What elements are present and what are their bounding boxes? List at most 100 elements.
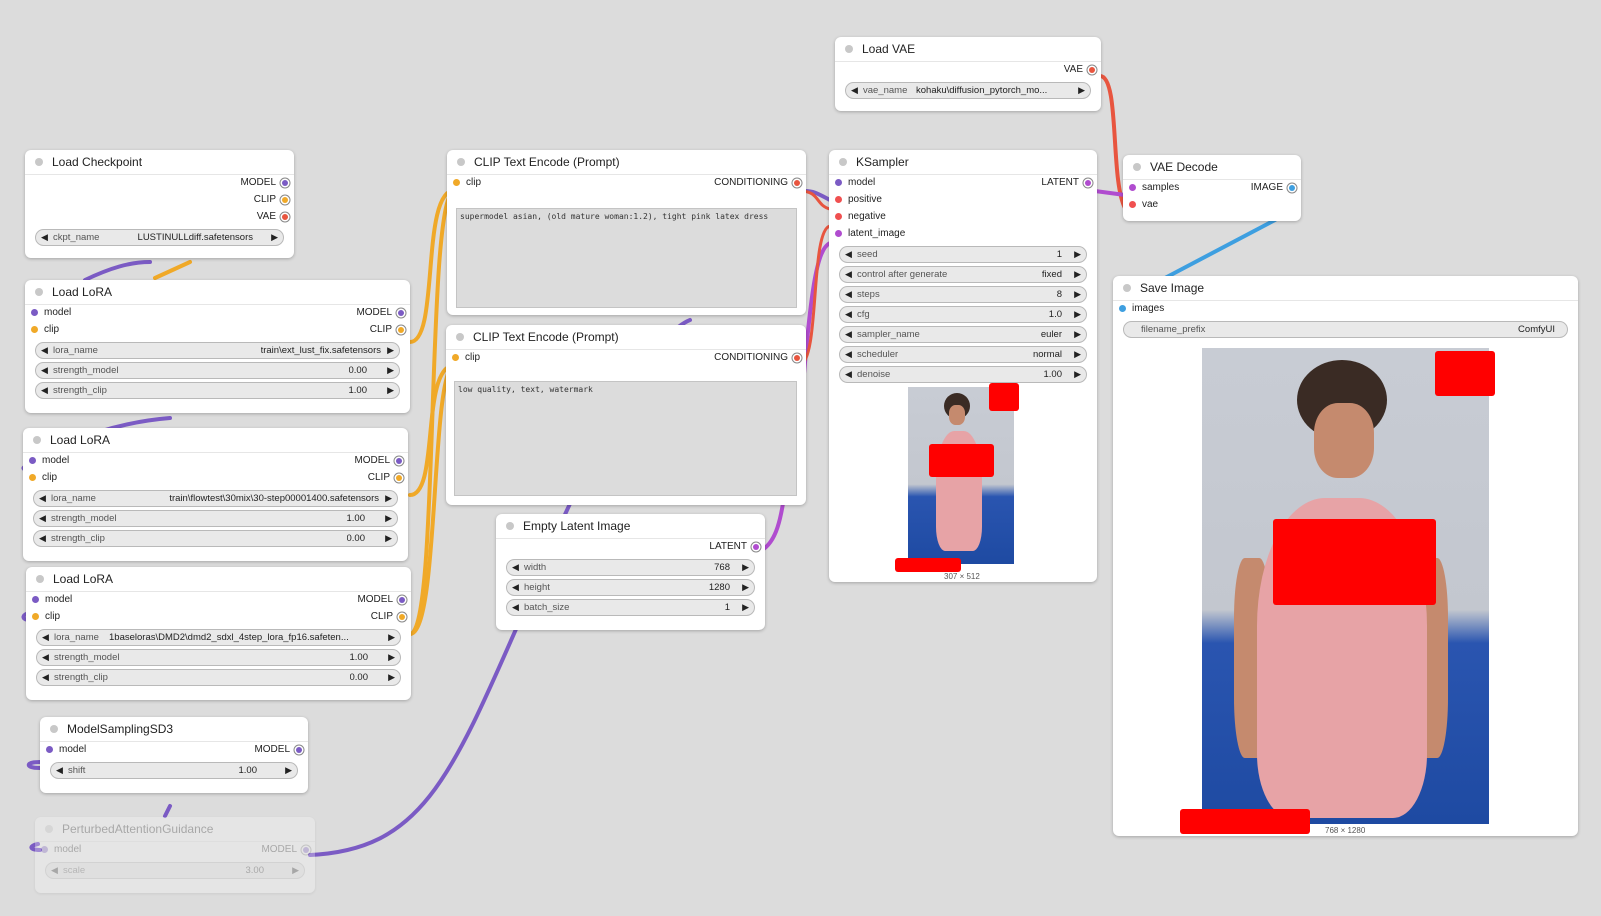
collapse-dot-icon[interactable] (456, 333, 464, 341)
model-socket-icon[interactable] (296, 746, 302, 753)
clip-socket-icon[interactable] (29, 474, 36, 481)
latent-output[interactable]: LATENT (709, 541, 759, 552)
arrow-right-icon[interactable]: ▶ (385, 493, 392, 503)
clip-input[interactable]: clip (32, 611, 60, 622)
model-output[interactable]: MODEL (356, 307, 404, 318)
collapse-dot-icon[interactable] (45, 825, 53, 833)
conditioning-socket-icon[interactable] (794, 179, 800, 186)
node-title[interactable]: Load Checkpoint (25, 150, 294, 175)
model-socket-icon[interactable] (398, 309, 404, 316)
arrow-right-icon[interactable]: ▶ (387, 345, 394, 355)
arrow-right-icon[interactable]: ▶ (285, 765, 292, 775)
arrow-left-icon[interactable]: ◀ (51, 865, 58, 875)
arrow-left-icon[interactable]: ◀ (39, 513, 46, 523)
collapse-dot-icon[interactable] (35, 288, 43, 296)
vae-output[interactable]: VAE (257, 211, 288, 222)
node-title[interactable]: Save Image (1113, 276, 1578, 301)
model-socket-icon[interactable] (41, 846, 48, 853)
latent-socket-icon[interactable] (835, 230, 842, 237)
clip-socket-icon[interactable] (453, 179, 460, 186)
model-input[interactable]: model (32, 594, 72, 605)
latent-output[interactable]: LATENT (1041, 177, 1091, 188)
collapse-dot-icon[interactable] (457, 158, 465, 166)
arrow-left-icon[interactable]: ◀ (39, 533, 46, 543)
collapse-dot-icon[interactable] (1133, 163, 1141, 171)
model-output[interactable]: MODEL (261, 844, 309, 855)
clip-socket-icon[interactable] (452, 354, 459, 361)
prompt-text-area[interactable]: supermodel asian, (old mature woman:1.2)… (456, 208, 797, 308)
arrow-right-icon[interactable]: ▶ (1074, 349, 1081, 359)
image-socket-icon[interactable] (1119, 305, 1126, 312)
arrow-right-icon[interactable]: ▶ (388, 672, 395, 682)
arrow-left-icon[interactable]: ◀ (39, 493, 46, 503)
clip-socket-icon[interactable] (399, 613, 405, 620)
clip-input[interactable]: clip (31, 324, 59, 335)
arrow-left-icon[interactable]: ◀ (845, 309, 852, 319)
collapse-dot-icon[interactable] (845, 45, 853, 53)
node-title[interactable]: CLIP Text Encode (Prompt) (447, 150, 806, 175)
collapse-dot-icon[interactable] (35, 158, 43, 166)
clip-output[interactable]: CLIP (370, 324, 404, 335)
arrow-left-icon[interactable]: ◀ (512, 602, 519, 612)
model-output[interactable]: MODEL (354, 455, 402, 466)
node-title[interactable]: Load VAE (835, 37, 1101, 62)
model-socket-icon[interactable] (835, 179, 842, 186)
arrow-left-icon[interactable]: ◀ (512, 562, 519, 572)
arrow-right-icon[interactable]: ▶ (292, 865, 299, 875)
node-title[interactable]: Empty Latent Image (496, 514, 765, 539)
arrow-left-icon[interactable]: ◀ (845, 269, 852, 279)
clip-input[interactable]: clip (453, 177, 481, 188)
arrow-right-icon[interactable]: ▶ (1074, 249, 1081, 259)
negative-input[interactable]: negative (835, 211, 886, 222)
samples-input[interactable]: samples (1129, 182, 1179, 193)
model-input[interactable]: model (41, 844, 81, 855)
collapse-dot-icon[interactable] (50, 725, 58, 733)
clip-socket-icon[interactable] (396, 474, 402, 481)
collapse-dot-icon[interactable] (36, 575, 44, 583)
clip-socket-icon[interactable] (32, 613, 39, 620)
image-output[interactable]: IMAGE (1251, 182, 1295, 193)
clip-output[interactable]: CLIP (368, 472, 402, 483)
arrow-left-icon[interactable]: ◀ (56, 765, 63, 775)
node-title[interactable]: KSampler (829, 150, 1097, 175)
vae-socket-icon[interactable] (282, 213, 288, 220)
arrow-right-icon[interactable]: ▶ (388, 652, 395, 662)
latent-socket-icon[interactable] (1085, 179, 1091, 186)
vae-socket-icon[interactable] (1089, 66, 1095, 73)
model-input[interactable]: model (29, 455, 69, 466)
clip-input[interactable]: clip (29, 472, 57, 483)
arrow-left-icon[interactable]: ◀ (41, 385, 48, 395)
arrow-left-icon[interactable]: ◀ (845, 249, 852, 259)
model-socket-icon[interactable] (46, 746, 53, 753)
arrow-right-icon[interactable]: ▶ (385, 533, 392, 543)
arrow-right-icon[interactable]: ▶ (1074, 269, 1081, 279)
